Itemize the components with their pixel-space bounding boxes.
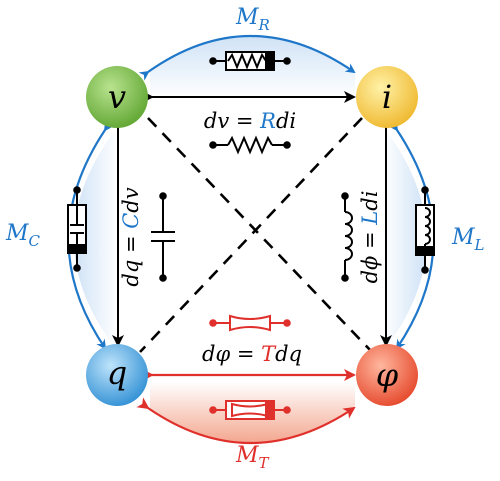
- memcapacitor-symbol-left: [67, 186, 87, 272]
- label-ml: ML: [451, 225, 485, 254]
- node-v: v: [86, 66, 148, 128]
- capacitor-equation: dq = Cdv: [119, 187, 143, 286]
- inductor-symbol: [341, 192, 353, 282]
- diagonal-i-q: [139, 117, 363, 353]
- label-mt: MT: [235, 443, 270, 472]
- node-q: q: [86, 344, 148, 406]
- arc-bottom: [136, 397, 356, 445]
- diagonal-v-phi: [147, 117, 373, 353]
- label-mr: MR: [235, 5, 270, 34]
- label-mc: MC: [5, 221, 41, 250]
- arc-top: [138, 34, 356, 81]
- memristor-symbol-top: [209, 51, 291, 71]
- node-i-label: i: [382, 78, 392, 116]
- meminductor-symbol-right: [415, 186, 435, 274]
- t-element-equation: dφ = Tdq: [202, 342, 302, 366]
- resistor-equation: dv = Rdi: [204, 109, 296, 133]
- t-element-symbol: [209, 314, 291, 332]
- resistor-symbol: [209, 135, 291, 155]
- node-phi: φ: [356, 344, 418, 406]
- node-q-label: q: [107, 354, 127, 392]
- node-v-label: v: [108, 78, 126, 116]
- inductor-equation: dϕ = Ldi: [358, 191, 382, 284]
- mem-t-symbol-bottom: [209, 400, 291, 420]
- node-phi-label: φ: [376, 356, 399, 394]
- capacitor-symbol: [151, 192, 175, 282]
- node-i: i: [356, 66, 418, 128]
